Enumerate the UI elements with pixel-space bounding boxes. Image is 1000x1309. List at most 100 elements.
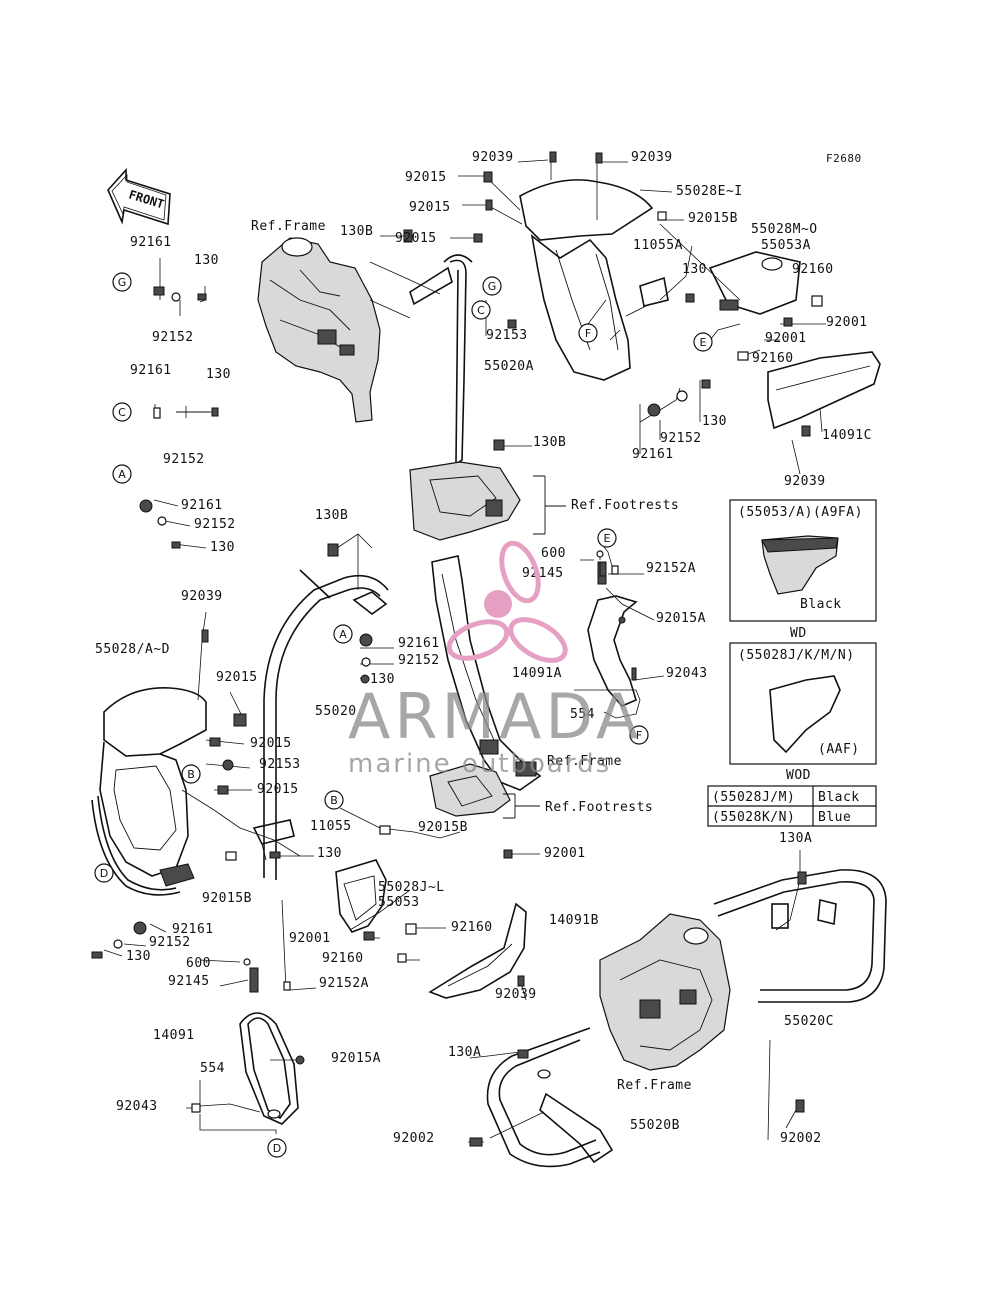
callout-c20: 92001 [765,331,807,346]
callout-c26: 14091C [822,428,872,443]
callout-c69: 92160 [322,951,364,966]
cowl-left [91,687,207,896]
ref-circle-f: F [629,725,649,745]
guard-bar-55020 [263,569,389,880]
watermark-brand: ARMADA [348,680,642,753]
callout-c60: 55028J~L [378,880,445,895]
variant-box-wd: (55053/A)(A9FA) Black WD [729,499,877,641]
callout-c34: 92152 [194,517,236,532]
ref-circle-a: A [333,624,353,644]
callout-c59: 92001 [544,846,586,861]
callout-c36: 130 [210,540,235,555]
guard-bar-55020c [713,869,887,1003]
callout-c72: 92152A [319,976,369,991]
callout-c64: 92161 [172,922,214,937]
callout-c77: 55020C [784,1014,834,1029]
callout-c66: 92001 [289,931,331,946]
callout-c13: 92161 [130,235,172,250]
callout-c3: 92015 [405,170,447,185]
color-table-code-1: (55028K/N) [712,810,795,825]
cover-14091c [767,351,881,430]
callout-c47: 130 [370,672,395,687]
callout-c73: 92039 [495,987,537,1002]
callout-c35: 130B [315,508,348,523]
callout-c79: Ref.Frame [617,1078,692,1093]
frame-upper-drawing [257,237,381,423]
callout-c30: 92152 [163,452,205,467]
callout-c28: 92152 [660,431,702,446]
callout-c62: 92015B [202,891,252,906]
ref-circle-letter: B [330,794,338,807]
callout-c80: 92043 [116,1099,158,1114]
callout-c11: 55053A [761,238,811,253]
guard-bar-55020a [409,254,521,541]
callout-c71: 92145 [168,974,210,989]
ref-circle-letter: E [700,336,707,349]
callout-c65: 92160 [451,920,493,935]
watermark-sub: marine outboards [348,749,611,779]
callout-c38: 92145 [522,566,564,581]
callout-c8: Ref.Frame [251,219,326,234]
callout-c32: 92161 [181,498,223,513]
ref-circle-b: B [181,764,201,784]
callout-c42: 92161 [398,636,440,651]
callout-c76: 130A [448,1045,481,1060]
watermark: ARMADA marine outboards [348,540,642,779]
callout-c57: 11055 [310,819,352,834]
callout-c63: 14091B [549,913,599,928]
ref-circle-letter: F [585,327,591,340]
frame-middle-drawing [429,555,542,817]
variant-wd-caption: WD [790,626,807,641]
variant-wod-color: (AAF) [818,742,860,757]
callout-c2: 92039 [631,150,673,165]
guard-bar-55020b [486,1027,614,1168]
callout-c44: 92152 [398,653,440,668]
callout-c82: 92002 [393,1131,435,1146]
callout-c75: 92015A [331,1051,381,1066]
callout-c18: 92153 [486,328,528,343]
ref-circle-letter: D [100,867,108,880]
callout-c83: 92002 [780,1131,822,1146]
callout-c54: 92015 [257,782,299,797]
callout-c23: 92161 [130,363,172,378]
callout-c31: 92039 [784,474,826,489]
ref-circle-c: C [471,300,491,320]
front-arrow-icon: FRONT [107,167,171,226]
cowl-upper-right [519,179,654,381]
variant-wod-caption: WOD [786,768,811,783]
cover-14091 [239,967,299,1125]
ref-circle-g: G [482,276,502,296]
callout-c29: 92161 [632,447,674,462]
variant-wod-code: (55028J/K/M/N) [738,648,855,663]
callout-c78: 554 [200,1061,225,1076]
callout-c6: 92015B [688,211,738,226]
callout-c12: 130B [340,224,373,239]
cover-55053a [708,251,801,315]
callout-c1: 92039 [472,150,514,165]
color-table-color-0: Black [818,790,860,805]
callout-c52: 92153 [259,757,301,772]
callout-c15: 130 [682,262,707,277]
ref-circle-letter: A [118,468,126,481]
callout-c61: 55053 [378,895,420,910]
frame-lower-drawing [599,913,731,1071]
cover-55053 [335,859,387,933]
color-table: (55028J/M) Black (55028K/N) Blue [707,785,877,827]
ref-circle-d: D [267,1138,287,1158]
callout-c48: 92015 [216,670,258,685]
ref-circle-letter: G [488,280,497,293]
callout-c67: 92152 [149,935,191,950]
callout-c43: 55028/A~D [95,642,170,657]
callout-c84: 130A [779,831,812,846]
callout-c5: 92015 [409,200,451,215]
callout-c45: 14091A [512,666,562,681]
ref-circle-letter: A [339,628,347,641]
callout-c53: Ref.Frame [547,754,622,769]
variant-box-wod: (55028J/K/M/N) (AAF) WOD [729,642,877,783]
ref-circle-f: F [578,323,598,343]
callout-c7: 55028M~O [751,222,818,237]
ref-circle-letter: C [118,406,126,419]
